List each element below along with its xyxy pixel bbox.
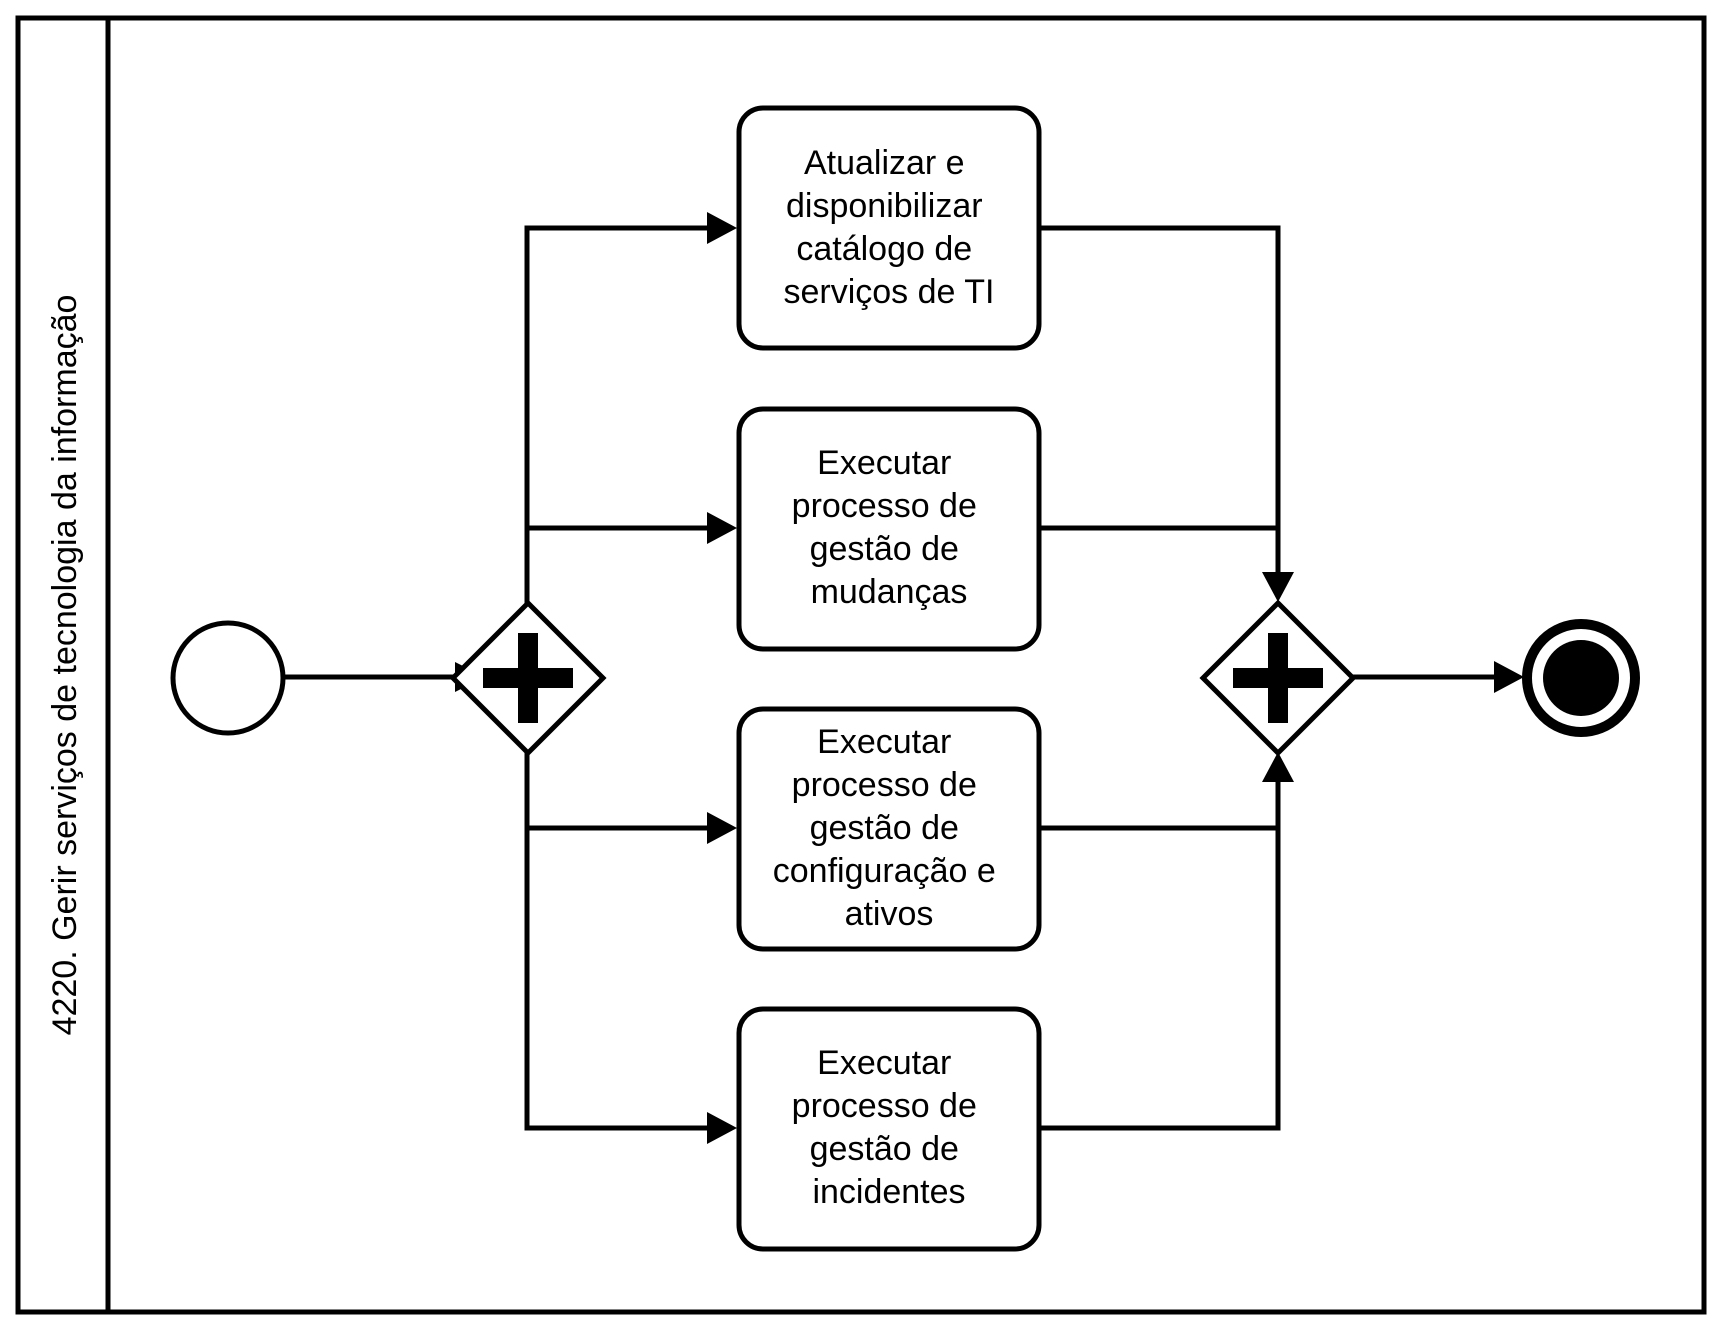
arrow-into-join-top xyxy=(1262,572,1294,602)
end-event-inner xyxy=(1543,640,1619,716)
task-box xyxy=(736,1006,1042,1252)
task-label-line: processo de xyxy=(792,1087,977,1125)
task-atualizar-catalogo[interactable]: Atualizar e disponibilizar catálogo de s… xyxy=(736,105,1042,351)
task-label-line: configuração e xyxy=(773,852,996,890)
split-gateway-plus-icon-v xyxy=(518,633,538,723)
flow-split-to-task-1 xyxy=(524,225,707,603)
pool-label: 4220. Gerir serviços de tecnologia da in… xyxy=(46,295,84,1036)
flow-task-1-to-join xyxy=(1038,225,1281,580)
task-label: Executar processo de gestão de configura… xyxy=(773,723,1006,933)
task-label-line: processo de xyxy=(792,487,977,525)
task-label-line: processo de xyxy=(792,766,977,804)
flow-split-to-task-3-and-4 xyxy=(524,752,707,1131)
task-label-line: Executar xyxy=(817,444,951,482)
task-box xyxy=(736,406,1042,652)
join-gateway[interactable] xyxy=(1199,599,1357,757)
task-gestao-incidentes[interactable]: Executar processo de gestão de incidente… xyxy=(736,1006,1042,1252)
task-gestao-mudancas[interactable]: Executar processo de gestão de mudanças xyxy=(736,406,1042,652)
task-label-line: Executar xyxy=(817,1044,951,1082)
task-label-line: serviços de TI xyxy=(783,273,994,311)
end-event[interactable] xyxy=(1522,619,1640,737)
task-label-line: catálogo de xyxy=(796,230,972,268)
arrow-into-join-bottom xyxy=(1262,752,1294,782)
arrow-into-task-3 xyxy=(707,812,737,844)
split-gateway[interactable] xyxy=(449,599,607,757)
task-label-line: disponibilizar xyxy=(786,187,983,225)
task-gestao-configuracao[interactable]: Executar processo de gestão de configura… xyxy=(736,706,1042,952)
arrow-into-task-1 xyxy=(707,212,737,244)
task-label-line: mudanças xyxy=(811,573,968,611)
task-label-line: ativos xyxy=(845,895,934,933)
task-box xyxy=(736,105,1042,351)
arrow-into-end xyxy=(1494,661,1524,693)
task-label: Executar processo de gestão de mudanças xyxy=(792,444,987,611)
task-box xyxy=(736,706,1042,952)
arrowheads xyxy=(455,212,1524,1144)
arrow-into-task-4 xyxy=(707,1112,737,1144)
sequence-flows xyxy=(283,225,1496,1131)
task-label-line: Executar xyxy=(817,723,951,761)
flow-task-4-to-join xyxy=(1038,776,1281,1131)
join-gateway-plus-icon-v xyxy=(1268,633,1288,723)
start-event[interactable] xyxy=(170,620,286,736)
task-label: Executar processo de gestão de incidente… xyxy=(792,1044,987,1211)
task-label-line: incidentes xyxy=(812,1173,965,1211)
task-label: Atualizar e disponibilizar catálogo de s… xyxy=(783,144,994,311)
task-label-line: gestão de xyxy=(810,809,959,847)
task-label-line: gestão de xyxy=(810,1130,959,1168)
arrow-into-task-2 xyxy=(707,512,737,544)
task-label-line: Atualizar e xyxy=(804,144,965,182)
task-label-line: gestão de xyxy=(810,530,959,568)
